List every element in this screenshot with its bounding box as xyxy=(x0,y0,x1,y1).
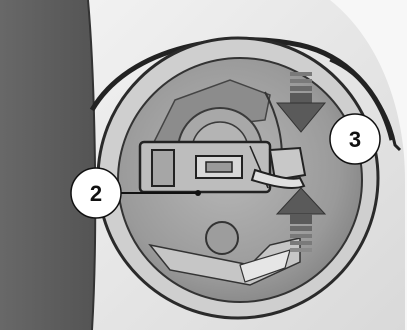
callout-2-label: 2 xyxy=(90,181,102,206)
callout-3-label: 3 xyxy=(349,127,361,152)
callout-2: 2 xyxy=(71,168,121,218)
callout-3: 3 xyxy=(330,114,380,164)
dark-panel xyxy=(0,0,95,330)
